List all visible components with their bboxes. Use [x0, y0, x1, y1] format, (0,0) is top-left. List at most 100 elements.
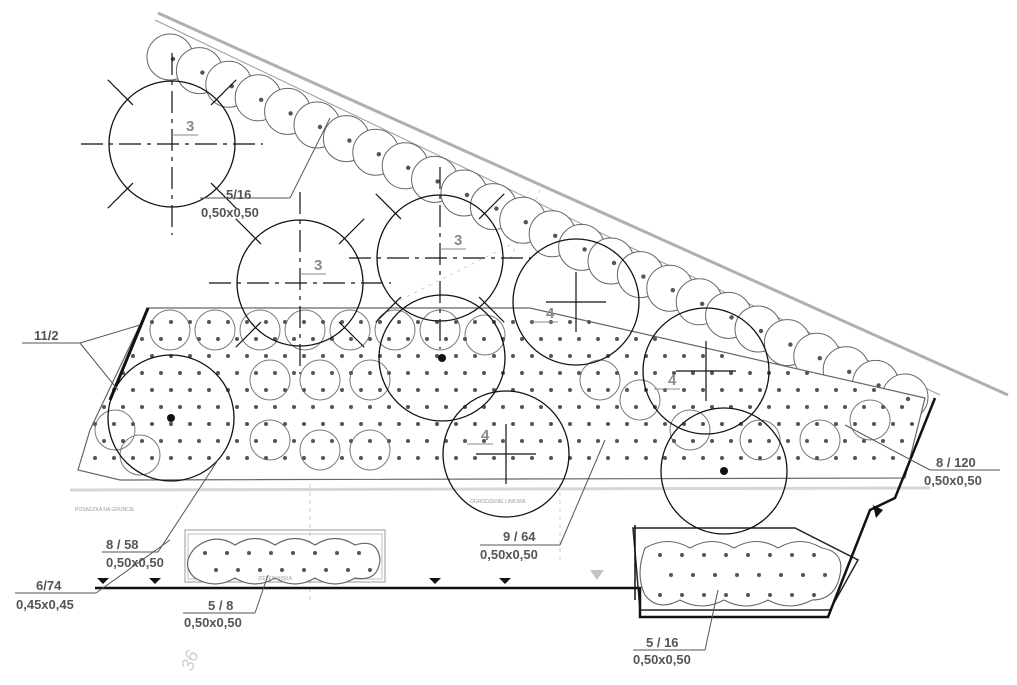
shrub-dot	[178, 371, 182, 375]
tree-number: 4	[668, 372, 677, 389]
shrub-dot	[746, 593, 750, 597]
shrub-dot	[788, 342, 793, 347]
shrub-dot	[549, 456, 553, 460]
shrub-dot	[701, 422, 705, 426]
shrub-dot	[817, 356, 822, 361]
shrub-dot	[112, 456, 116, 460]
shrub-dot	[463, 371, 467, 375]
shrub-dot	[777, 388, 781, 392]
shrub-dot	[378, 422, 382, 426]
shrub-dot	[311, 439, 315, 443]
shrub-dot	[653, 337, 657, 341]
shrub-clump	[329, 309, 371, 351]
shrub-dot	[302, 320, 306, 324]
shrub-dot	[288, 111, 293, 116]
shrub-dot	[280, 568, 284, 572]
shrub-dot	[568, 354, 572, 358]
shrub-dot	[169, 320, 173, 324]
shrub-dot	[302, 354, 306, 358]
shrub-dot	[311, 371, 315, 375]
shrub-clump	[249, 359, 291, 401]
tree	[378, 294, 506, 422]
shrub-clump	[194, 309, 236, 351]
tree-number: 3	[454, 232, 462, 249]
shrub-dot	[387, 337, 391, 341]
shrub-dot	[454, 422, 458, 426]
tree	[660, 407, 788, 535]
shrub-dot	[729, 371, 733, 375]
shrub-dot	[520, 337, 524, 341]
shrub-dot	[254, 405, 258, 409]
shrub-dot	[188, 422, 192, 426]
shrub-dot	[587, 422, 591, 426]
tree-canopy	[512, 238, 640, 366]
shrub-dot	[321, 354, 325, 358]
tree-canopy	[107, 354, 235, 482]
shrub-dot	[159, 405, 163, 409]
shrub-dot	[302, 388, 306, 392]
label-count: 5 / 8	[208, 598, 233, 613]
shrub-dot	[786, 371, 790, 375]
label-count: 5 / 16	[646, 635, 679, 650]
shrub-dot	[768, 553, 772, 557]
shrub-dot	[247, 551, 251, 555]
shrub-dot	[805, 371, 809, 375]
shrub-dot	[523, 220, 528, 225]
shrub-dot	[368, 371, 372, 375]
shrub-dot	[406, 405, 410, 409]
shrub-dot	[376, 152, 381, 157]
shrub-dot	[302, 568, 306, 572]
shrub-dot	[539, 405, 543, 409]
label-count: 11/2	[34, 328, 59, 343]
shrub-dot	[492, 422, 496, 426]
shrub-dot	[368, 405, 372, 409]
wall-markers	[97, 505, 883, 584]
shrub-dot	[777, 456, 781, 460]
shrub-dot	[834, 422, 838, 426]
shrub-dot	[321, 388, 325, 392]
shrub-dot	[463, 439, 467, 443]
shrub-dot	[473, 422, 477, 426]
shrub-dot	[150, 388, 154, 392]
shrub-dot	[680, 553, 684, 557]
shrub-dot	[178, 405, 182, 409]
shrub-dot	[492, 388, 496, 392]
shrub-dot	[644, 456, 648, 460]
shrub-dot	[739, 388, 743, 392]
shrub-dot	[549, 354, 553, 358]
shrub-dot	[425, 405, 429, 409]
shrub-dot	[710, 439, 714, 443]
zone-label-box: ZIELEŃ NISKA	[258, 575, 293, 582]
tree-canopy	[660, 407, 788, 535]
shrub-dot	[758, 456, 762, 460]
shrub-dot	[357, 551, 361, 555]
shrub-dot	[786, 439, 790, 443]
shrub-dot	[872, 388, 876, 392]
shrub-dot	[653, 371, 657, 375]
tree-number: 4	[546, 305, 555, 322]
shrub-dot	[473, 388, 477, 392]
tree-number: 3	[314, 257, 322, 274]
shrub-dot	[302, 422, 306, 426]
shrub-dot	[349, 405, 353, 409]
shrub-dot	[435, 422, 439, 426]
shrub-clump	[799, 419, 841, 461]
shrub-dot	[872, 456, 876, 460]
shrub-dot	[905, 396, 911, 402]
shrub-dot	[872, 422, 876, 426]
shrub-dot	[596, 439, 600, 443]
zone-label-left: POSADZKA NA GRUNCIE	[75, 507, 135, 513]
shrub-dot	[777, 422, 781, 426]
shrub-dot	[330, 371, 334, 375]
shrub-dot	[530, 388, 534, 392]
shrub-dot	[188, 320, 192, 324]
shrub-dot	[492, 354, 496, 358]
shrub-dot	[530, 354, 534, 358]
shrub-dot	[330, 439, 334, 443]
shrub-dot	[121, 405, 125, 409]
shrub-dot	[876, 383, 881, 388]
shrub-dot	[254, 439, 258, 443]
shrub-dot	[292, 405, 296, 409]
shrub-dot	[387, 405, 391, 409]
shrub-dot	[549, 388, 553, 392]
